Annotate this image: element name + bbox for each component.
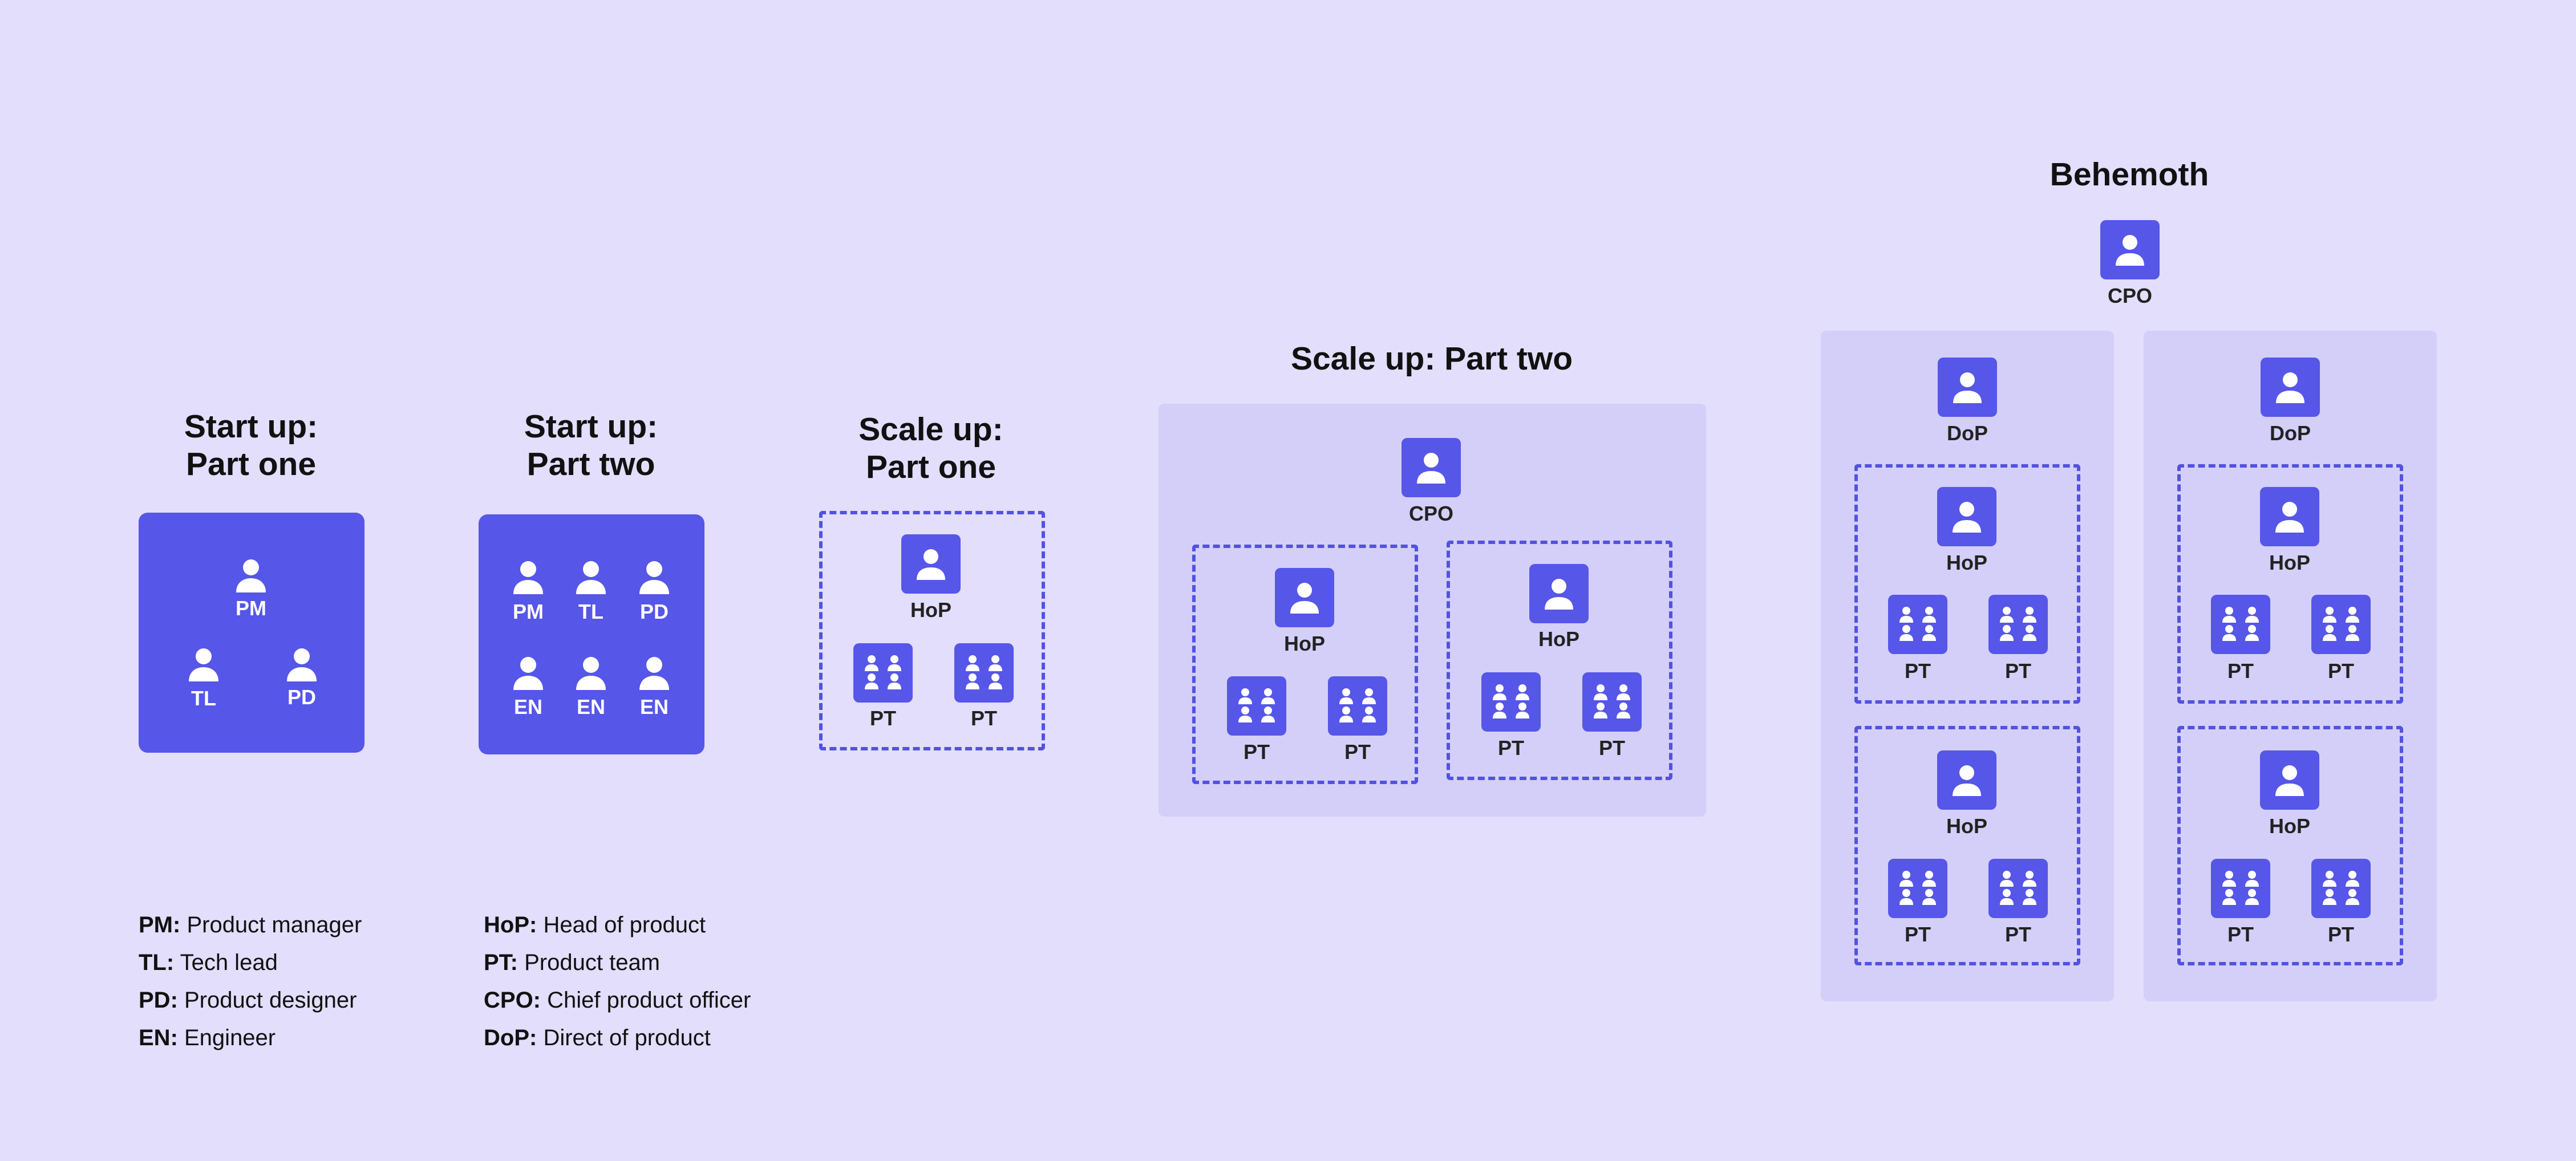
dop-node	[2261, 358, 2320, 417]
en-label: EN	[639, 695, 669, 718]
person-icon	[638, 559, 670, 598]
behemoth-hop-group	[2177, 726, 2403, 965]
legend-item: TL: Tech lead	[139, 950, 278, 975]
pt-node	[1481, 672, 1541, 732]
pt-node	[1328, 676, 1387, 736]
behemoth-dop-panel	[1821, 331, 2114, 1001]
hop-label: HoP	[1284, 632, 1325, 655]
pt-node	[1888, 859, 1947, 918]
pt-node	[2211, 595, 2270, 654]
pt-label: PT	[1344, 740, 1371, 764]
startup-part-two-team-box	[479, 514, 704, 754]
hop-label: HoP	[2269, 551, 2310, 574]
behemoth-hop-group	[1854, 726, 2080, 965]
person-icon	[286, 647, 318, 685]
pt-node	[1227, 676, 1286, 736]
pt-label: PT	[1497, 736, 1524, 760]
hop-node	[1275, 568, 1334, 627]
legend-item: DoP: Direct of product	[484, 1025, 711, 1050]
legend-item: PD: Product designer	[139, 988, 357, 1013]
tl-label: TL	[191, 687, 216, 710]
cpo-node	[1402, 438, 1461, 497]
scaleup-part-two-hop-group	[1192, 545, 1418, 784]
legend-item: PT: Product team	[484, 950, 661, 975]
cpo-label: CPO	[2107, 284, 2152, 307]
pt-label: PT	[1243, 740, 1270, 764]
hop-node	[1937, 750, 1996, 810]
person-icon	[512, 655, 544, 693]
hop-node	[901, 534, 961, 594]
scaleup-part-two-title: Scale up: Part two	[1290, 340, 1573, 377]
person-icon	[575, 559, 607, 598]
pt-label: PT	[1904, 923, 1931, 946]
legend-item: PM: Product manager	[139, 912, 362, 937]
en-label: EN	[576, 695, 605, 718]
dop-label: DoP	[2270, 421, 2311, 445]
cpo-node	[2100, 220, 2160, 279]
pt-node	[853, 643, 913, 703]
scaleup-part-one-group	[819, 511, 1045, 750]
en-label: EN	[513, 695, 542, 718]
hop-node	[1529, 564, 1589, 623]
startup-part-two-title: Start up: Part two	[524, 408, 658, 482]
behemoth-hop-group	[2177, 464, 2403, 704]
pt-label: PT	[2327, 659, 2354, 683]
pt-label: PT	[2327, 923, 2354, 946]
pt-node	[2311, 595, 2371, 654]
pt-label: PT	[2004, 923, 2031, 946]
hop-label: HoP	[910, 598, 951, 622]
pd-label: PD	[639, 600, 669, 623]
tl-label: TL	[578, 600, 604, 623]
pt-node	[1582, 672, 1642, 732]
hop-label: HoP	[1946, 814, 1987, 838]
hop-label: HoP	[2269, 814, 2310, 838]
pt-node	[954, 643, 1014, 703]
scaleup-part-one-title: Scale up: Part one	[858, 411, 1003, 485]
behemoth-title: Behemoth	[2050, 156, 2209, 193]
person-icon	[638, 655, 670, 693]
person-icon	[512, 559, 544, 598]
pt-node	[1888, 595, 1947, 654]
person-icon	[235, 558, 267, 596]
pt-node	[1988, 859, 2048, 918]
startup-part-one-team-box	[139, 513, 364, 753]
pm-label: PM	[513, 600, 544, 623]
legend-item: EN: Engineer	[139, 1025, 276, 1050]
legend-item: HoP: Head of product	[484, 912, 706, 937]
pt-label: PT	[2227, 659, 2254, 683]
pt-label: PT	[2004, 659, 2031, 683]
pt-node	[1988, 595, 2048, 654]
pm-label: PM	[236, 596, 266, 620]
legend-left: PM: Product manager TL: Tech lead PD: Pr…	[139, 906, 362, 1057]
dop-label: DoP	[1947, 421, 1988, 445]
hop-label: HoP	[1538, 627, 1579, 651]
pt-label: PT	[1598, 736, 1625, 760]
hop-node	[1937, 487, 1996, 546]
hop-node	[2260, 750, 2319, 810]
behemoth-hop-group	[1854, 464, 2080, 704]
cpo-label: CPO	[1408, 502, 1453, 525]
pt-label: PT	[1904, 659, 1931, 683]
pt-label: PT	[869, 707, 896, 730]
pt-label: PT	[970, 707, 997, 730]
dop-node	[1938, 358, 1997, 417]
pt-node	[2311, 859, 2371, 918]
pt-label: PT	[2227, 923, 2254, 946]
hop-node	[2260, 487, 2319, 546]
person-icon	[575, 655, 607, 693]
pt-node	[2211, 859, 2270, 918]
behemoth-dop-panel	[2144, 331, 2437, 1001]
hop-label: HoP	[1946, 551, 1987, 574]
scaleup-part-two-hop-group	[1447, 541, 1672, 780]
legend-item: CPO: Chief product officer	[484, 988, 751, 1013]
person-icon	[188, 647, 220, 685]
legend-right: HoP: Head of product PT: Product team CP…	[484, 906, 751, 1057]
startup-part-one-title: Start up: Part one	[184, 408, 318, 482]
pd-label: PD	[287, 685, 316, 709]
